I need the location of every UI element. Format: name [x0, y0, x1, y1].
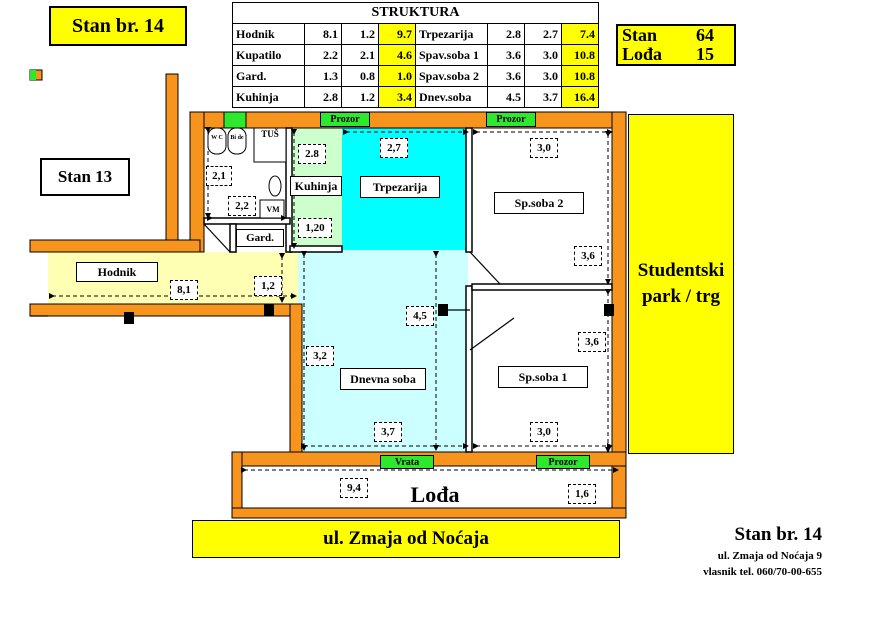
- dimension-label: 2,7: [380, 138, 408, 158]
- door-label: Vrata: [380, 455, 434, 469]
- shower-label: TUŠ: [261, 129, 279, 139]
- bedroom-2-label: Sp.soba 2: [494, 192, 584, 214]
- fixtures: [207, 127, 287, 219]
- stan-label: Stan: [622, 25, 658, 45]
- interior-walls: [203, 127, 613, 453]
- window-label: Prozor: [536, 455, 590, 469]
- dimension-label: 3,0: [530, 422, 558, 442]
- living-room-label: Dnevna soba: [340, 368, 426, 390]
- wall-kitchen-bottom: [289, 245, 343, 253]
- dining-label: Trpezarija: [360, 176, 440, 198]
- loggia-label: Lođa: [410, 482, 460, 507]
- park-block: Studentski park / trg: [628, 114, 734, 454]
- post-a: [124, 312, 134, 324]
- door-bed1: [469, 317, 515, 351]
- info-title: Stan br. 14: [734, 524, 822, 545]
- dimension-label: 2,1: [206, 166, 232, 186]
- door-gard: [203, 223, 231, 253]
- sink-fixture: [268, 175, 282, 197]
- window-bathroom: [223, 111, 247, 129]
- dimension-label: 2.8: [298, 144, 326, 164]
- row-area: 7.4: [561, 23, 599, 45]
- park-label: Studentski park / trg: [637, 260, 725, 307]
- walls: [29, 69, 627, 519]
- bide-label: Bi de: [230, 134, 244, 141]
- bide-fixture: [227, 127, 247, 155]
- row-area: 10.8: [561, 44, 599, 66]
- dimension-label: 1,20: [298, 218, 332, 238]
- kitchen-label: Kuhinja: [290, 176, 342, 196]
- row-width: 3.6: [487, 65, 525, 87]
- dimension-label: 3,2: [306, 346, 334, 366]
- post-c: [438, 304, 448, 316]
- row-name: Dnev.soba: [415, 86, 488, 108]
- dimension-label: 9,4: [340, 478, 368, 498]
- row-name: Trpezarija: [415, 23, 488, 45]
- row-width: 4.5: [487, 86, 525, 108]
- apartment-title: Stan br. 14: [49, 6, 187, 46]
- wall-bath-bottom: [203, 217, 291, 225]
- window-label: Prozor: [320, 112, 370, 127]
- row-area: 16.4: [561, 86, 599, 108]
- structure-table: STRUKTURA Hodnik 8.1 1.2 9.7 Trpezarija …: [232, 2, 599, 108]
- wall-top: [189, 111, 627, 129]
- dimension-label: 8,1: [170, 280, 198, 300]
- row-width: 2.2: [304, 44, 342, 66]
- dimension-label: 3,6: [578, 332, 606, 352]
- row-length: 3.7: [524, 86, 562, 108]
- table-row: Gard. 1.3 0.8 1.0 Spav.soba 2 3.6 3.0 10…: [232, 65, 599, 87]
- wardrobe-label: Gard.: [236, 229, 284, 247]
- dimension-label: 3,6: [574, 246, 602, 266]
- table-row: Hodnik 8.1 1.2 9.7 Trpezarija 2.8 2.7 7.…: [232, 23, 599, 45]
- dimension-label: 4,5: [406, 306, 434, 326]
- shower-fixture: [253, 127, 287, 163]
- wall-loggia-bottom: [231, 507, 627, 519]
- neighbor-apartment-label: Stan 13: [40, 158, 130, 196]
- street-label: ul. Zmaja od Noćaja: [323, 528, 489, 549]
- street-block: ul. Zmaja od Noćaja: [192, 520, 620, 558]
- table-row: Kuhinja 2.8 1.2 3.4 Dnev.soba 4.5 3.7 16…: [232, 86, 599, 108]
- wall-neighbor-right: [165, 73, 179, 249]
- door-bed2: [469, 251, 501, 285]
- table-row: Kupatilo 2.2 2.1 4.6 Spav.soba 1 3.6 3.0…: [232, 44, 599, 66]
- row-length: 1.2: [341, 23, 379, 45]
- info-address: ul. Zmaja od Noćaja 9: [717, 550, 822, 562]
- wall-bath-left: [189, 111, 205, 253]
- washing-machine-label: VM: [266, 204, 280, 214]
- totals-box: Stan 64 Lođa 15: [616, 24, 736, 66]
- window-label: Prozor: [486, 112, 536, 127]
- doors: [30, 223, 515, 351]
- dimension-label: 1,6: [568, 484, 596, 504]
- post-d: [604, 304, 614, 316]
- row-area: 4.6: [378, 44, 416, 66]
- window-neighbor: [30, 70, 36, 80]
- dimension-label: 1,2: [254, 276, 282, 296]
- row-area: 3.4: [378, 86, 416, 108]
- loda-label: Lođa: [622, 44, 663, 64]
- bedroom-1-label: Sp.soba 1: [498, 366, 588, 388]
- post-b: [264, 304, 274, 316]
- stan-value: 64: [696, 25, 714, 45]
- dimension-label: 3,7: [374, 422, 402, 442]
- wall-bedrooms-divider: [471, 283, 613, 291]
- info-contact: vlasnik tel. 060/70-00-655: [703, 566, 822, 578]
- dimension-label: 3,0: [530, 138, 558, 158]
- wall-neighbor-bottom: [29, 239, 201, 253]
- structure-header: STRUKTURA: [232, 2, 599, 24]
- wall-living-left: [289, 303, 303, 461]
- wc-label: W C: [211, 134, 223, 141]
- loda-value: 15: [696, 44, 714, 64]
- row-area: 9.7: [378, 23, 416, 45]
- hallway-label: Hodnik: [76, 262, 158, 282]
- wall-bed1-left: [465, 285, 473, 453]
- wall-hall-bottom: [29, 303, 299, 317]
- dimension-label: 2,2: [228, 196, 256, 216]
- row-name: Kuhinja: [232, 86, 305, 108]
- wall-bed2-left: [465, 127, 473, 253]
- row-name: Spav.soba 2: [415, 65, 488, 87]
- row-area: 10.8: [561, 65, 599, 87]
